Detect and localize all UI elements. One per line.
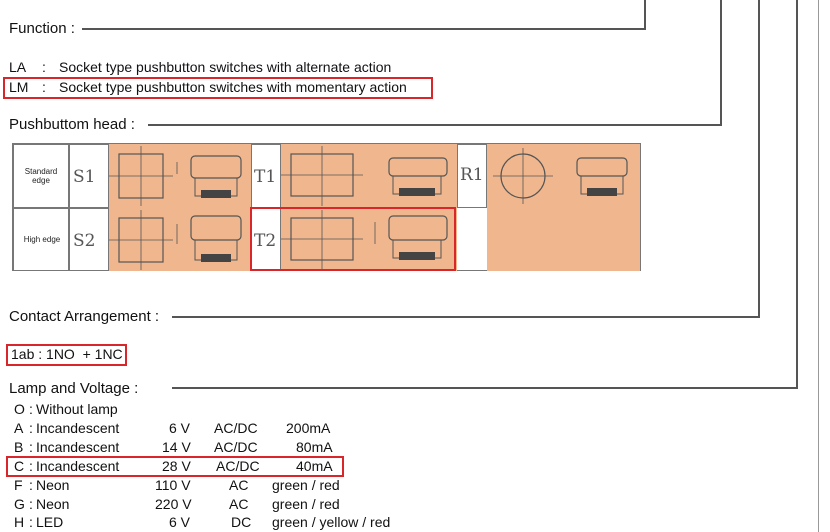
code-label: T1 [254, 167, 277, 187]
row-label-text: High edge [23, 235, 61, 244]
selected-lamp-highlight [6, 456, 344, 477]
option-code: LA [9, 59, 27, 75]
contact-leader-line [172, 316, 760, 318]
lamp-leader-line [172, 387, 798, 389]
pushbutton-right-vertical [720, 0, 722, 126]
square-button-diagram [109, 210, 242, 270]
contact-title: Contact Arrangement : [9, 308, 160, 325]
option-desc: Socket type pushbutton switches with alt… [59, 59, 392, 75]
pushbutton-title: Pushbuttom head : [9, 116, 135, 133]
row-label-text: Standard edge [24, 167, 58, 185]
code-cell-t1: T1 [251, 144, 281, 208]
code-label: R1 [460, 165, 484, 185]
diagram-s2 [109, 208, 251, 271]
contact-right-vertical [758, 0, 760, 318]
code-cell-t2: T2 [251, 208, 281, 271]
diagram-r1 [487, 144, 640, 208]
pushbutton-table: Standard edge S1 T1 R1 [12, 143, 641, 271]
code-cell-s1: S1 [69, 144, 109, 208]
option-code: LM [9, 79, 29, 95]
diagram-s1 [109, 144, 251, 208]
row-label-standard: Standard edge [13, 144, 69, 208]
code-cell-r1: R1 [457, 144, 487, 208]
selected-contact-highlight [6, 344, 127, 366]
rect-button-diagram [281, 146, 448, 206]
diagram-t2 [281, 208, 457, 271]
selected-head-highlight [250, 207, 456, 271]
code-label: S2 [73, 231, 96, 251]
square-button-diagram [109, 146, 242, 206]
round-button-diagram [493, 148, 628, 204]
selected-function-highlight [3, 77, 433, 99]
function-option-la: LA : Socket type pushbutton switches wit… [9, 59, 429, 77]
rect-button-diagram [281, 210, 448, 270]
function-title: Function : [9, 20, 75, 37]
diagram-t1 [281, 144, 457, 208]
row-label-high: High edge [13, 208, 69, 271]
lamp-title: Lamp and Voltage : [9, 380, 139, 397]
option-sep: : [42, 59, 46, 75]
code-label: S1 [73, 167, 96, 187]
option-sep: : [42, 79, 46, 95]
page-edge-line [818, 0, 819, 532]
code-label: T2 [254, 231, 277, 251]
empty-cell-r2 [487, 208, 640, 271]
function-option-lm: LM : Socket type pushbutton switches wit… [9, 79, 429, 97]
function-leader-line [82, 28, 646, 30]
lamp-right-vertical [796, 0, 798, 389]
function-right-vertical [644, 0, 646, 30]
contact-value: 1ab : 1NO + 1NC [11, 346, 123, 362]
option-desc: Socket type pushbutton switches with mom… [59, 79, 407, 95]
pushbutton-leader-line [148, 124, 722, 126]
code-cell-s2: S2 [69, 208, 109, 271]
